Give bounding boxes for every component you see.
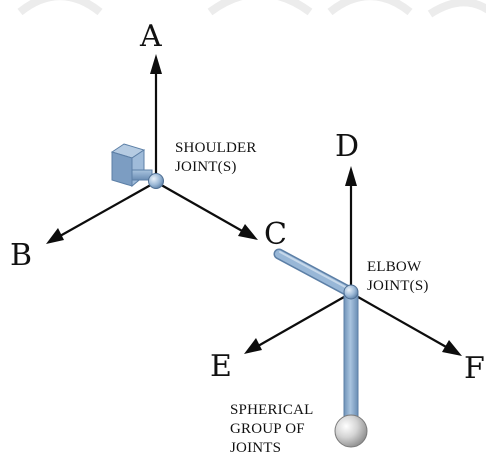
watermark-arc-3 xyxy=(327,0,413,16)
elbow-joint-label: ELBOW JOINT(S) xyxy=(367,259,429,294)
axis-label-e: E xyxy=(210,349,232,384)
upper-arm-link xyxy=(273,248,356,298)
axis-f-arrowhead xyxy=(442,340,462,356)
spherical-joint-label-line-2: GROUP OF xyxy=(230,421,305,437)
spherical-joint-ball xyxy=(334,414,368,448)
elbow-joint-ball xyxy=(343,284,359,300)
axis-label-d: D xyxy=(335,129,359,164)
elbow-joint-label-line-1: ELBOW xyxy=(367,259,422,275)
upper-arm-highlight xyxy=(279,251,350,290)
axis-e-line xyxy=(257,292,352,347)
spherical-joint-label: SPHERICAL GROUP OF JOINTS xyxy=(230,402,317,456)
shoulder-block-front xyxy=(111,151,133,187)
axis-label-f: F xyxy=(464,351,485,386)
shoulder-joint-ball xyxy=(148,173,164,189)
axis-b-line xyxy=(59,181,157,237)
watermark-arc-4 xyxy=(427,0,486,18)
spherical-joint-label-line-1: SPHERICAL xyxy=(230,402,313,418)
shoulder-joint-label: SHOULDER JOINT(S) xyxy=(175,140,261,175)
elbow-joint-label-line-2: JOINT(S) xyxy=(367,278,429,294)
axis-e-arrowhead xyxy=(244,338,262,354)
axis-label-a: A xyxy=(139,19,162,54)
axis-c-line xyxy=(155,181,245,233)
forearm-rod xyxy=(343,293,359,423)
axis-d-arrowhead xyxy=(345,166,357,186)
shoulder-joint-label-line-2: JOINT(S) xyxy=(175,159,237,175)
watermark-arc-2 xyxy=(207,0,313,16)
shoulder-axes xyxy=(46,54,258,244)
elbow-axes xyxy=(244,166,462,356)
spherical-joint-label-line-3: JOINTS xyxy=(230,440,281,456)
forearm-link xyxy=(343,293,359,423)
axis-c-arrowhead xyxy=(238,224,258,240)
watermark-arcs xyxy=(17,0,486,18)
shoulder-block xyxy=(110,143,153,188)
axis-label-c: C xyxy=(264,217,287,252)
axis-a-arrowhead xyxy=(150,54,162,74)
axis-label-b: B xyxy=(10,238,32,273)
axis-f-line xyxy=(350,292,449,349)
axis-b-arrowhead xyxy=(46,228,64,244)
watermark-arc-1 xyxy=(17,0,103,16)
shoulder-joint-label-line-1: SHOULDER xyxy=(175,140,257,156)
upper-arm-fill xyxy=(275,250,354,296)
